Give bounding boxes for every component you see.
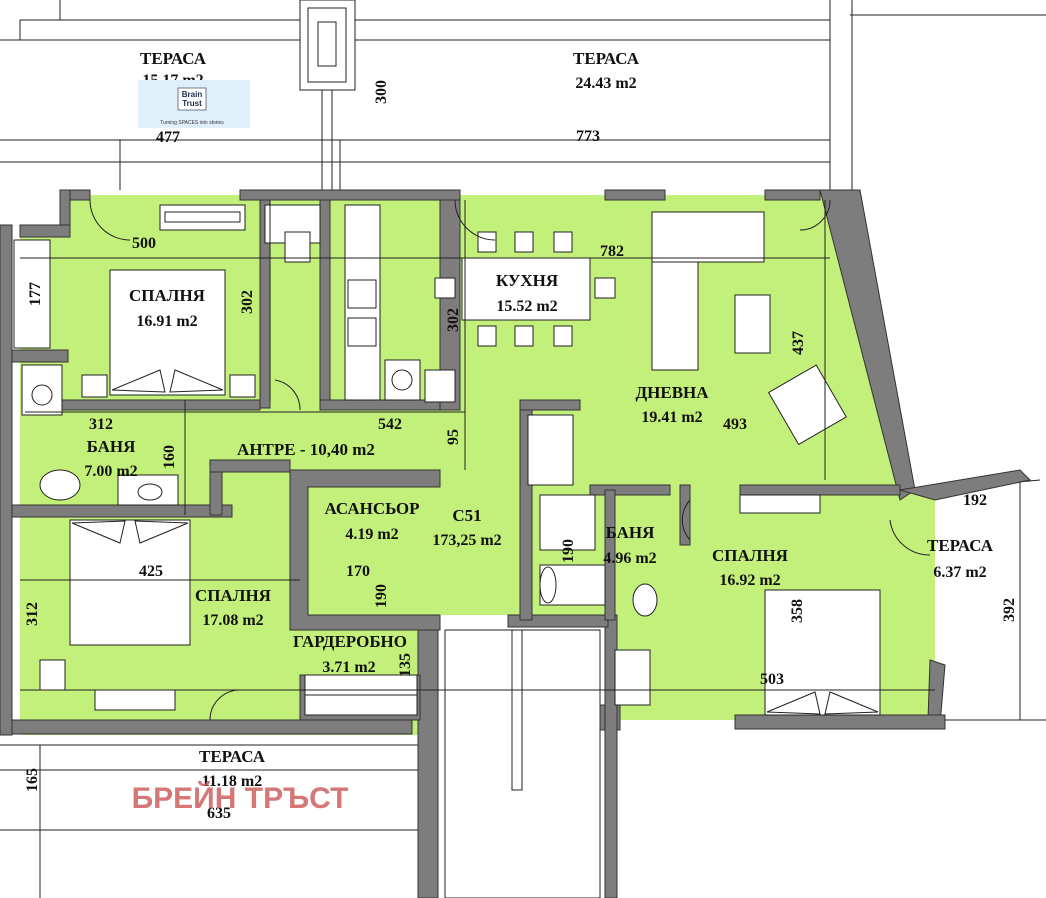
bedroom-1-label: СПАЛНЯ 16.91 m2 — [129, 286, 205, 330]
elevator-area: 4.19 m2 — [345, 526, 398, 543]
dim-177: 177 — [27, 282, 44, 306]
bath-1-label: БАНЯ 7.00 m2 — [84, 437, 137, 480]
door-swings — [89, 199, 931, 721]
dim-190-a: 190 — [373, 584, 390, 608]
dim-190-b: 190 — [560, 539, 577, 563]
bedroom-2-area: 16.92 m2 — [719, 572, 780, 589]
furniture — [13, 204, 881, 716]
apartment-floor — [20, 195, 935, 735]
kitchen-area: 15.52 m2 — [496, 298, 557, 315]
dim-160: 160 — [161, 445, 178, 469]
bedroom-2-label: СПАЛНЯ 16.92 m2 — [712, 546, 788, 589]
apartment-name: C51 — [452, 506, 481, 525]
dim-477: 477 — [156, 129, 180, 146]
dim-302-b: 302 — [445, 308, 462, 332]
terrace-top-area: 24.43 m2 — [575, 75, 636, 92]
living-name: ДНЕВНА — [635, 383, 709, 402]
dim-312-b: 312 — [24, 602, 41, 626]
dimension-labels: 300 477 773 500 782 177 302 302 437 312 … — [24, 80, 1018, 822]
bedroom-1-area: 16.91 m2 — [136, 313, 197, 330]
dim-170: 170 — [346, 563, 370, 580]
dim-493: 493 — [723, 416, 747, 433]
terrace-top-label: ТЕРАСА 24.43 m2 — [573, 49, 640, 92]
dim-192: 192 — [963, 492, 987, 509]
wardrobe-area: 3.71 m2 — [322, 659, 375, 676]
dim-165: 165 — [24, 768, 41, 792]
elevator-name: АСАНСЬОР — [324, 499, 419, 518]
brand-logo: Brain Trust Turning SPACES into stories — [138, 80, 250, 128]
dim-500: 500 — [132, 235, 156, 252]
bedroom-2-name: СПАЛНЯ — [712, 546, 788, 565]
terrace-top-name: ТЕРАСА — [573, 49, 640, 68]
terrace-top-left-name: ТЕРАСА — [140, 49, 207, 68]
apartment-label: C51 173,25 m2 — [432, 506, 501, 549]
terrace-right-label: ТЕРАСА 6.37 m2 — [927, 536, 994, 581]
terrace-right-area: 6.37 m2 — [933, 564, 986, 581]
dim-300: 300 — [373, 80, 390, 104]
dim-425: 425 — [139, 563, 163, 580]
dim-302-a: 302 — [239, 290, 256, 314]
bath-1-name: БАНЯ — [87, 437, 136, 456]
living-area: 19.41 m2 — [641, 409, 702, 426]
logo-line1: Brain — [182, 90, 203, 99]
bedroom-3-name: СПАЛНЯ — [195, 586, 271, 605]
logo-line2: Trust — [182, 99, 202, 108]
dim-773: 773 — [576, 128, 600, 145]
hall-label: АНТРЕ - 10,40 m2 — [237, 440, 375, 459]
dim-503: 503 — [760, 671, 784, 688]
watermark-text: БРЕЙН ТРЪСТ — [132, 781, 349, 815]
apartment-area: 173,25 m2 — [432, 532, 501, 549]
shaft-top — [299, 0, 356, 190]
dim-358: 358 — [789, 599, 806, 623]
dim-135: 135 — [397, 653, 414, 677]
living-label: ДНЕВНА 19.41 m2 — [635, 383, 709, 426]
wardrobe-label: ГАРДЕРОБНО 3.71 m2 — [293, 632, 407, 676]
kitchen-name: КУХНЯ — [496, 271, 558, 290]
bedroom-1-name: СПАЛНЯ — [129, 286, 205, 305]
terrace-right-name: ТЕРАСА — [927, 536, 994, 555]
terrace-bottom-name: ТЕРАСА — [199, 747, 266, 766]
dim-312-a: 312 — [89, 416, 113, 433]
bath-2-name: БАНЯ — [606, 523, 655, 542]
bedroom-3-label: СПАЛНЯ 17.08 m2 — [195, 586, 271, 629]
dim-635: 635 — [207, 805, 231, 822]
bath-2-area: 4.96 m2 — [603, 550, 656, 567]
bath-2-label: БАНЯ 4.96 m2 — [603, 523, 656, 567]
logo-tagline: Turning SPACES into stories — [160, 120, 224, 126]
wardrobe-name: ГАРДЕРОБНО — [293, 632, 407, 651]
core — [435, 615, 610, 898]
bedroom-3-area: 17.08 m2 — [202, 612, 263, 629]
bath-1-area: 7.00 m2 — [84, 463, 137, 480]
dimension-lines — [20, 200, 935, 691]
dim-437: 437 — [790, 331, 807, 355]
kitchen-label: КУХНЯ 15.52 m2 — [496, 271, 558, 315]
dim-782: 782 — [600, 243, 624, 260]
elevator-label: АСАНСЬОР 4.19 m2 — [324, 499, 419, 543]
dim-392: 392 — [1001, 598, 1018, 622]
terrace-bottom-label: ТЕРАСА 11.18 m2 — [199, 747, 266, 790]
dim-95: 95 — [445, 429, 462, 445]
terrace-bottom-area: 11.18 m2 — [202, 773, 262, 790]
dim-542: 542 — [378, 416, 402, 433]
